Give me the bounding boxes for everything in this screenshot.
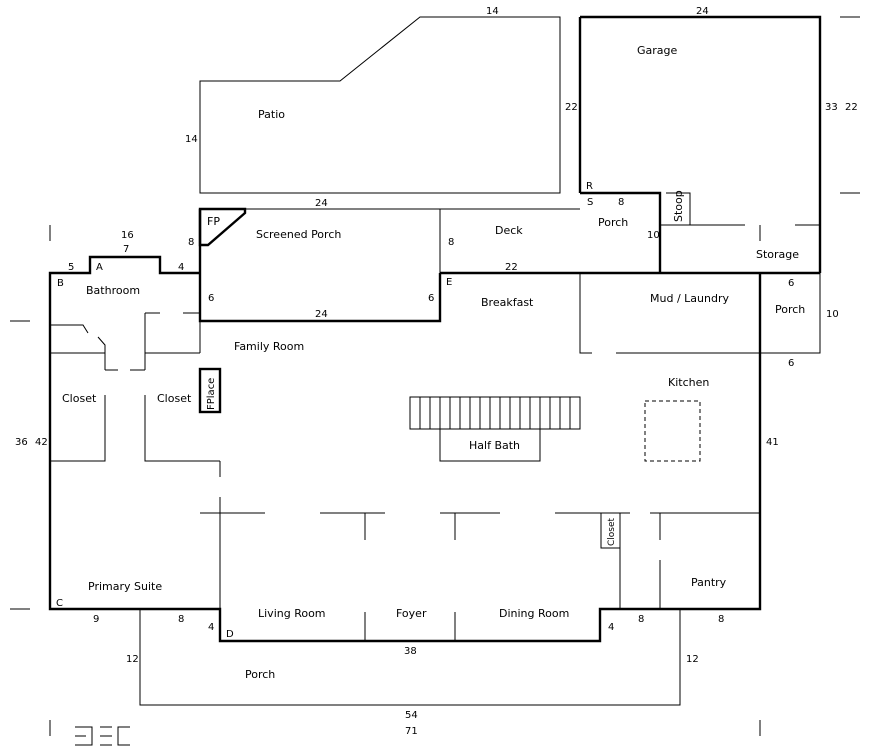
dim-right-41: 41 [766, 437, 779, 448]
point-c: C [56, 598, 63, 609]
closet-mid-walls [144, 312, 200, 462]
dim-porch-r-bottom: 6 [788, 358, 794, 369]
fplace-box [198, 367, 222, 414]
porch-top-outline [580, 191, 662, 273]
dim-bath-right: 4 [178, 262, 184, 273]
dim-bottom-54: 54 [405, 710, 418, 721]
dim-bottom-8-left: 8 [178, 614, 184, 625]
dim-porch-r-top: 6 [788, 278, 794, 289]
dim-bottom-8-mid: 8 [638, 614, 644, 625]
dim-porch-right-10: 10 [647, 230, 660, 241]
point-d: D [226, 629, 234, 640]
garage-outline [578, 15, 822, 273]
label-storage: Storage [756, 248, 799, 261]
point-b: B [57, 278, 64, 289]
dim-bottom-8-right: 8 [718, 614, 724, 625]
closet-small-box [600, 512, 621, 549]
dim-bottom-9: 9 [93, 614, 99, 625]
label-porch-right: Porch [775, 303, 805, 316]
dim-porch-top-w: 8 [618, 197, 624, 208]
label-breakfast: Breakfast [481, 296, 534, 309]
dim-sp-left: 6 [208, 293, 214, 304]
dim-bottom-4-left: 4 [208, 622, 214, 633]
dim-garage-right-b: 22 [845, 102, 858, 113]
dim-bath-left: 5 [68, 262, 74, 273]
label-garage: Garage [637, 44, 678, 57]
dim-patio-right: 22 [565, 102, 578, 113]
porch-right-outline [759, 273, 821, 354]
dim-bath-top: 16 [121, 230, 134, 241]
dim-porch-r-right: 10 [826, 309, 839, 320]
label-closet-small: Closet [607, 517, 617, 546]
point-s: S [587, 197, 593, 208]
patio-outline [199, 16, 561, 194]
closet-left-walls [50, 353, 106, 462]
label-screened-porch: Screened Porch [256, 228, 341, 241]
dim-sp-bottom: 24 [315, 309, 328, 320]
fp-box [198, 207, 247, 247]
label-foyer: Foyer [396, 607, 427, 620]
dim-left-inner: 42 [35, 437, 48, 448]
label-fp: FP [207, 215, 220, 228]
dim-sp-top: 24 [315, 198, 328, 209]
logo-mark [75, 726, 130, 746]
dim-bottom-71: 71 [405, 726, 418, 737]
label-fplace: FPlace [206, 378, 217, 410]
dim-sp-right: 8 [448, 237, 454, 248]
label-closet-left: Closet [62, 392, 97, 405]
label-porch-bottom: Porch [245, 668, 275, 681]
bathroom-wall-bottom [50, 324, 89, 334]
dim-bottom-38: 38 [404, 646, 417, 657]
closet-left-top [50, 336, 106, 354]
dim-bath-top-inner: 7 [123, 244, 129, 255]
dim-sp-right-lower: 6 [428, 293, 434, 304]
point-a: A [96, 262, 103, 273]
dim-deck-bottom: 22 [505, 262, 518, 273]
porch-bottom-outline [139, 609, 681, 706]
label-porch-top: Porch [598, 216, 628, 229]
tick-marks [10, 16, 860, 736]
dim-garage-top: 24 [696, 6, 709, 17]
mud-laundry-wall-left [579, 273, 592, 354]
label-stoop: Stoop [672, 190, 685, 222]
half-bath-walls [439, 429, 541, 462]
label-living-room: Living Room [258, 607, 326, 620]
dim-porch-right-12: 12 [686, 654, 699, 665]
dim-patio-top: 14 [486, 6, 499, 17]
point-e: E [446, 277, 452, 288]
label-closet-mid: Closet [157, 392, 192, 405]
dim-garage-right-a: 33 [825, 102, 838, 113]
point-r: R [586, 181, 593, 192]
label-pantry: Pantry [691, 576, 727, 589]
living-foyer-walls [364, 612, 456, 641]
dim-left-outer: 36 [15, 437, 28, 448]
label-primary-suite: Primary Suite [88, 580, 162, 593]
label-mud-laundry: Mud / Laundry [650, 292, 729, 305]
stairs [409, 396, 581, 430]
label-patio: Patio [258, 108, 285, 121]
kitchen-island [644, 400, 701, 462]
label-bathroom: Bathroom [86, 284, 140, 297]
central-wall-stubs [364, 513, 661, 609]
house-outline [48, 255, 820, 643]
label-dining-room: Dining Room [499, 607, 569, 620]
label-half-bath: Half Bath [469, 439, 520, 452]
dim-bottom-4-right: 4 [608, 622, 614, 633]
dim-porch-left-12: 12 [126, 654, 139, 665]
dim-patio-left: 14 [185, 134, 198, 145]
label-family-room: Family Room [234, 340, 304, 353]
label-deck: Deck [495, 224, 523, 237]
label-kitchen: Kitchen [668, 376, 709, 389]
dim-fp-left: 8 [188, 237, 194, 248]
screened-porch-walls [198, 209, 442, 323]
